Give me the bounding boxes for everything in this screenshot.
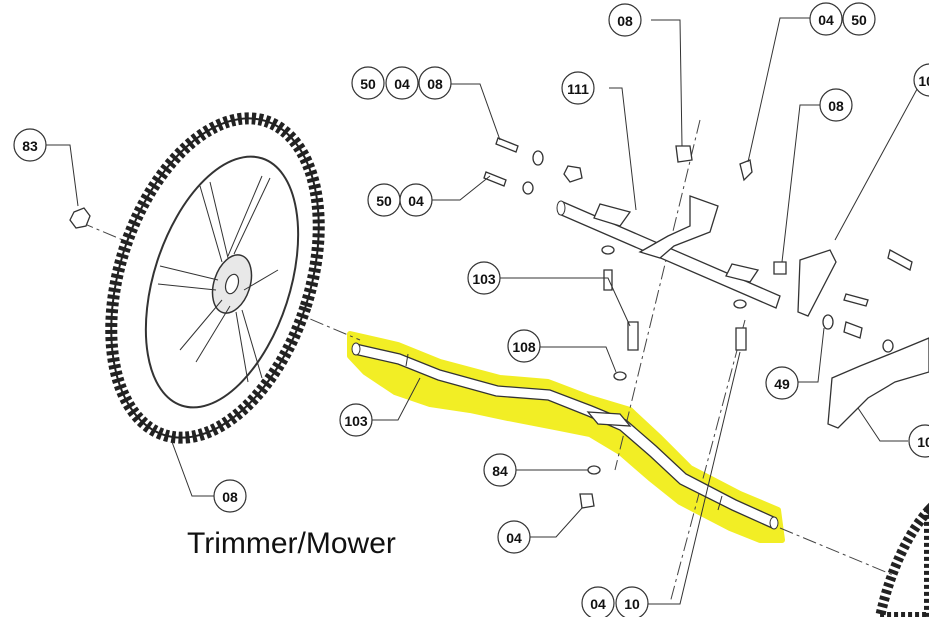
callout-10: 10 — [615, 586, 649, 617]
callout-08: 08 — [608, 3, 642, 37]
callout-84: 84 — [483, 453, 517, 487]
second-wheel-partial — [874, 502, 929, 617]
callout-50: 50 — [367, 183, 401, 217]
caption-label: Trimmer/Mower — [187, 527, 396, 560]
callout-label: 105 — [918, 73, 929, 89]
callout-04: 04 — [581, 586, 615, 617]
callout-50: 50 — [351, 66, 385, 100]
callout-04: 04 — [497, 520, 531, 554]
callout-08: 08 — [418, 66, 452, 100]
center-axis-line — [614, 119, 701, 471]
callout-04: 04 — [399, 183, 433, 217]
callout-label: 50 — [851, 12, 867, 28]
callout-10: 10 — [908, 424, 929, 458]
callout-08: 08 — [213, 479, 247, 513]
callout-label: 10 — [624, 596, 640, 612]
callout-label: 04 — [394, 76, 410, 92]
callout-label: 10 — [917, 434, 929, 450]
callout-label: 04 — [506, 530, 522, 546]
callout-group: 08 04 50 50 04 08 111 08 83 50 04 105 103 108 103 84 08 0… — [13, 2, 929, 617]
callout-49: 49 — [765, 366, 799, 400]
callout-label: 50 — [376, 193, 392, 209]
callout-103: 103 — [467, 261, 501, 295]
callout-108: 108 — [507, 329, 541, 363]
callout-label: 83 — [22, 138, 38, 154]
callout-label: 108 — [512, 339, 536, 355]
callout-label: 111 — [567, 81, 589, 97]
callout-label: 50 — [360, 76, 376, 92]
center-axis-line — [669, 319, 746, 604]
callout-label: 49 — [774, 376, 790, 392]
callout-111: 111 — [561, 71, 595, 105]
callout-04: 04 — [809, 2, 843, 36]
callout-label: 08 — [828, 98, 844, 114]
callout-label: 04 — [408, 193, 424, 209]
callout-103: 103 — [339, 403, 373, 437]
callout-50: 50 — [842, 2, 876, 36]
callout-83: 83 — [13, 128, 47, 162]
callout-label: 08 — [617, 13, 633, 29]
callout-label: 103 — [344, 413, 368, 429]
wheel-84 — [105, 112, 325, 444]
callout-label: 103 — [472, 271, 496, 287]
crossbar-111 — [556, 195, 781, 309]
callout-04: 04 — [385, 66, 419, 100]
axle-108 — [351, 342, 779, 530]
callout-105: 105 — [913, 63, 929, 97]
callout-label: 08 — [427, 76, 443, 92]
callout-label: 84 — [492, 463, 508, 479]
center-axis-line — [779, 527, 906, 581]
callout-label: 08 — [222, 489, 238, 505]
fasteners — [69, 137, 913, 509]
callout-label: 04 — [590, 596, 606, 612]
callout-08: 08 — [819, 88, 853, 122]
callout-label: 04 — [818, 12, 834, 28]
leader-lines — [45, 17, 923, 605]
side-bracket — [797, 249, 929, 429]
